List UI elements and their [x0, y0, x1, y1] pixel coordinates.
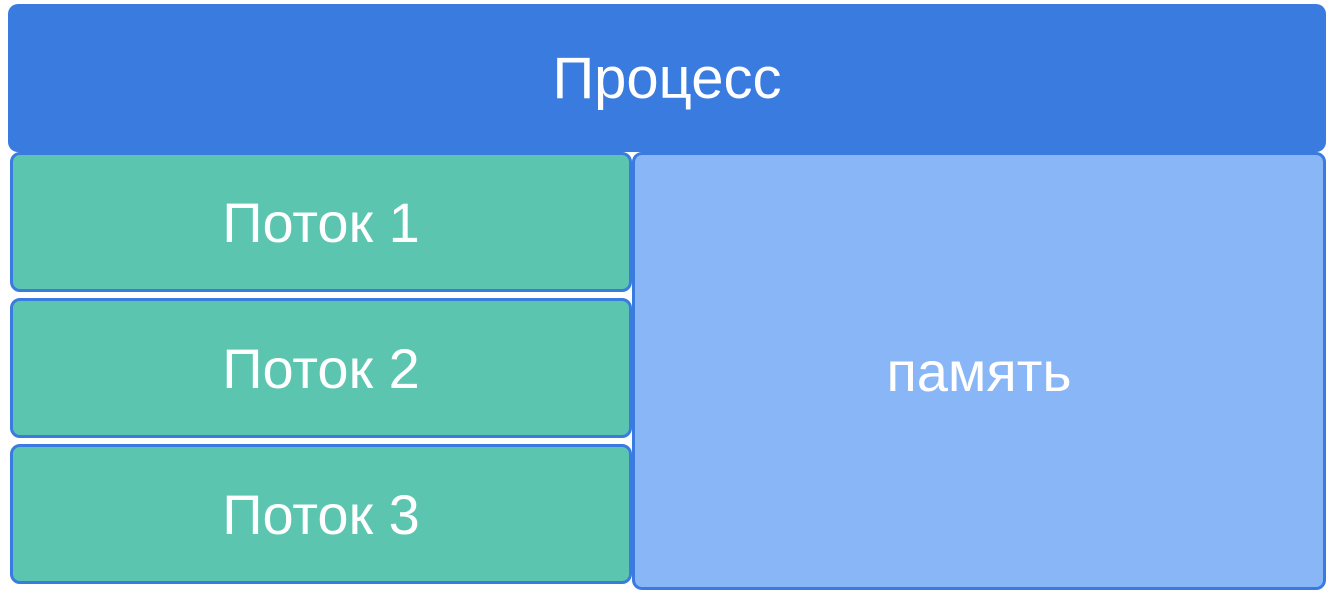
- thread-box-1: Поток 1: [10, 152, 632, 292]
- thread-label-3: Поток 3: [222, 482, 420, 546]
- thread-label-2: Поток 2: [222, 336, 420, 400]
- process-label: Процесс: [552, 45, 782, 111]
- memory-label: память: [886, 339, 1072, 403]
- memory-box: память: [632, 152, 1326, 590]
- thread-box-3: Поток 3: [10, 444, 632, 584]
- thread-label-1: Поток 1: [222, 190, 420, 254]
- thread-box-2: Поток 2: [10, 298, 632, 438]
- process-box: Процесс: [8, 4, 1326, 152]
